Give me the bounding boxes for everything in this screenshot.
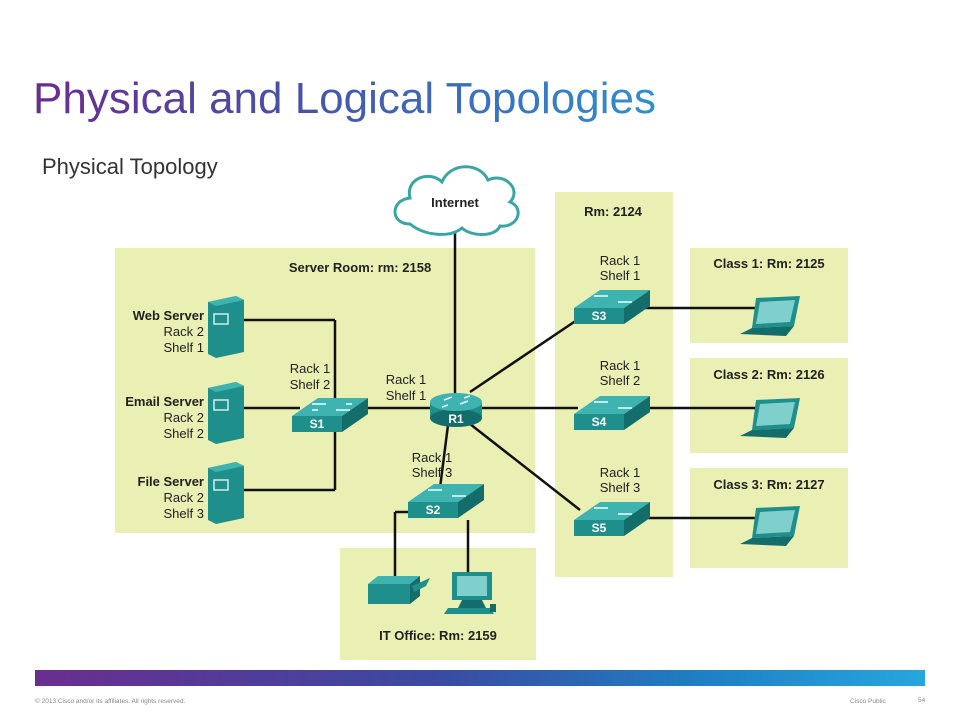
switch-s3-icon	[574, 290, 650, 324]
s4-rack: Rack 1	[600, 358, 640, 373]
file-server-name: File Server	[138, 474, 205, 489]
web-server-icon	[208, 296, 244, 358]
slide-title: Physical and Logical Topologies	[33, 74, 656, 123]
s5-label: S5	[592, 521, 607, 535]
link-r1-s5	[469, 423, 581, 511]
email-server-icon	[208, 382, 244, 444]
s4-shelf: Shelf 2	[600, 373, 640, 388]
s1-rack: Rack 1	[290, 361, 330, 376]
email-server-rack: Rack 2	[164, 410, 204, 425]
server-room-label: Server Room: rm: 2158	[289, 260, 431, 275]
slide-subtitle: Physical Topology	[42, 154, 218, 179]
s1-label: S1	[310, 417, 325, 431]
email-server-shelf: Shelf 2	[164, 426, 204, 441]
file-server-rack: Rack 2	[164, 490, 204, 505]
classification-text: Cisco Public	[850, 698, 886, 705]
s2-rack: Rack 1	[412, 450, 452, 465]
printer-icon	[368, 576, 430, 604]
file-server-icon	[208, 462, 244, 524]
r1-shelf: Shelf 1	[386, 388, 426, 403]
laptop-class1-icon	[740, 296, 800, 336]
web-server-shelf: Shelf 1	[164, 340, 204, 355]
s3-shelf: Shelf 1	[600, 268, 640, 283]
class1-label: Class 1: Rm: 2125	[713, 256, 824, 271]
r1-rack: Rack 1	[386, 372, 426, 387]
s1-shelf: Shelf 2	[290, 377, 330, 392]
footer-gradient-bar	[35, 670, 925, 686]
s5-shelf: Shelf 3	[600, 480, 640, 495]
email-server-name: Email Server	[125, 394, 204, 409]
switch-s4-icon	[574, 396, 650, 430]
page-number: 54	[918, 697, 926, 704]
s2-shelf: Shelf 3	[412, 465, 452, 480]
link-r1-s3	[469, 316, 581, 394]
file-server-shelf: Shelf 3	[164, 506, 204, 521]
links	[242, 228, 760, 580]
switch-s5-icon	[574, 502, 650, 536]
internet-label: Internet	[431, 195, 479, 210]
rm2124-label: Rm: 2124	[584, 204, 643, 219]
internet-cloud-icon	[393, 165, 520, 236]
laptop-class3-icon	[740, 506, 800, 546]
r1-label: R1	[448, 412, 464, 426]
s5-rack: Rack 1	[600, 465, 640, 480]
desktop-pc-icon	[444, 572, 496, 614]
it-office-label: IT Office: Rm: 2159	[379, 628, 497, 643]
web-server-rack: Rack 2	[164, 324, 204, 339]
copyright-text: © 2013 Cisco and/or its affiliates. All …	[35, 698, 186, 705]
switch-s1-icon	[292, 398, 368, 432]
class3-label: Class 3: Rm: 2127	[713, 477, 824, 492]
web-server-name: Web Server	[133, 308, 204, 323]
switch-s2-icon	[408, 484, 484, 518]
s2-label: S2	[426, 503, 441, 517]
s3-label: S3	[592, 309, 607, 323]
s4-label: S4	[592, 415, 607, 429]
link-r1-s2	[438, 424, 450, 489]
class2-label: Class 2: Rm: 2126	[713, 367, 824, 382]
router-r1-icon	[430, 393, 482, 427]
s3-rack: Rack 1	[600, 253, 640, 268]
laptop-class2-icon	[740, 398, 800, 438]
